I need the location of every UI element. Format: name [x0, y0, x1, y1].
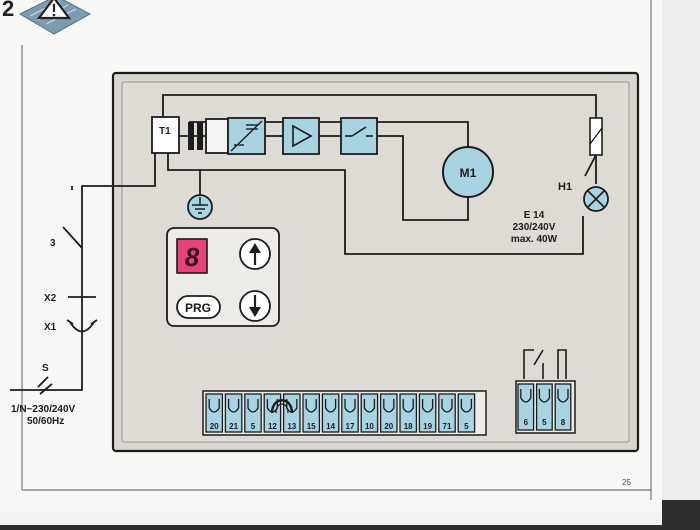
main-terminal-label: 21	[229, 422, 238, 431]
display-digit: 8	[185, 242, 200, 272]
control-panel-inner	[121, 81, 630, 443]
main-terminal: 5	[244, 393, 262, 433]
main-terminal-label: 5	[251, 422, 256, 431]
main-terminal-label: 13	[287, 422, 296, 431]
terminal-strip-main: 20 21 5 12 13 15 14 17 10 20 18 19 71 5	[202, 390, 487, 436]
page-right-strip	[662, 0, 700, 500]
right-terminal: 8	[554, 383, 572, 431]
label-x2: X2	[44, 293, 57, 304]
prg-button-label: PRG	[185, 301, 211, 315]
seven-segment-display	[176, 238, 208, 274]
main-terminal-label: 12	[268, 422, 277, 431]
amplifier-block	[282, 117, 320, 155]
up-arrow-button[interactable]	[239, 238, 271, 270]
main-terminal-label: 20	[210, 422, 219, 431]
power-supply-label: 1/N~230/240V	[11, 404, 76, 415]
main-terminal: 19	[418, 393, 437, 433]
main-terminal: 15	[302, 393, 321, 433]
main-terminal: 20	[205, 393, 224, 433]
terminal-strip-right: 6 5 8	[515, 349, 576, 434]
relay-switch-block	[340, 117, 378, 155]
page-number: 25	[622, 478, 631, 487]
motor-label: M1	[460, 166, 477, 180]
ground-symbol	[187, 194, 213, 220]
right-terminal-label: 5	[542, 418, 547, 427]
main-terminal-label: 15	[307, 422, 316, 431]
label-switch-3: 3	[50, 238, 56, 249]
lamp-socket: E 14	[524, 210, 545, 221]
right-terminal-label: 8	[561, 418, 566, 427]
main-terminal-label: 20	[384, 422, 393, 431]
main-terminal: 18	[399, 393, 418, 433]
connector-x1	[66, 319, 98, 333]
main-terminal-label: 10	[365, 422, 374, 431]
main-terminal: 17	[341, 393, 359, 433]
label-x1: X1	[44, 322, 57, 333]
jumper-bridge	[270, 399, 294, 414]
main-terminal: 5	[457, 393, 476, 433]
wiring	[10, 94, 597, 395]
manual-warning-logo	[18, 0, 92, 35]
right-terminal: 6	[517, 383, 535, 431]
main-terminal-label: 19	[423, 422, 432, 431]
main-terminal: 14	[321, 393, 340, 433]
up-arrow-icon	[249, 243, 261, 253]
main-terminal: 21	[224, 393, 243, 433]
main-terminal: 20	[379, 393, 398, 433]
main-terminal-label: 17	[346, 422, 355, 431]
main-terminal-label: 5	[464, 422, 469, 431]
keypad-display-unit: 8 PRG	[166, 227, 280, 327]
main-terminal-label: 14	[326, 422, 335, 431]
main-terminal-label: 18	[404, 422, 413, 431]
transformer-label: T1	[159, 126, 171, 137]
lamp-voltage: 230/240V	[513, 222, 556, 233]
main-terminal: 71	[438, 393, 456, 433]
lamp-h1: H1	[558, 181, 609, 212]
prg-button[interactable]: PRG	[176, 295, 221, 319]
lamp-power: max. 40W	[511, 234, 558, 245]
top-fragment-text: 2	[2, 0, 14, 21]
fuse	[589, 117, 603, 156]
main-terminal: 10	[360, 393, 379, 433]
right-terminal: 5	[535, 383, 553, 431]
page-bottom-sheet	[0, 512, 662, 525]
power-frequency-label: 50/60Hz	[27, 416, 64, 427]
down-arrow-icon	[249, 307, 261, 317]
motor-m1: M1	[442, 146, 494, 198]
lamp-name: H1	[558, 181, 572, 193]
transformer-t1: T1	[151, 116, 229, 154]
main-terminal-label: 71	[443, 422, 452, 431]
right-terminal-label: 6	[524, 418, 529, 427]
label-s: S	[42, 363, 49, 374]
down-arrow-button[interactable]	[239, 290, 271, 322]
rectifier-block	[227, 117, 266, 155]
